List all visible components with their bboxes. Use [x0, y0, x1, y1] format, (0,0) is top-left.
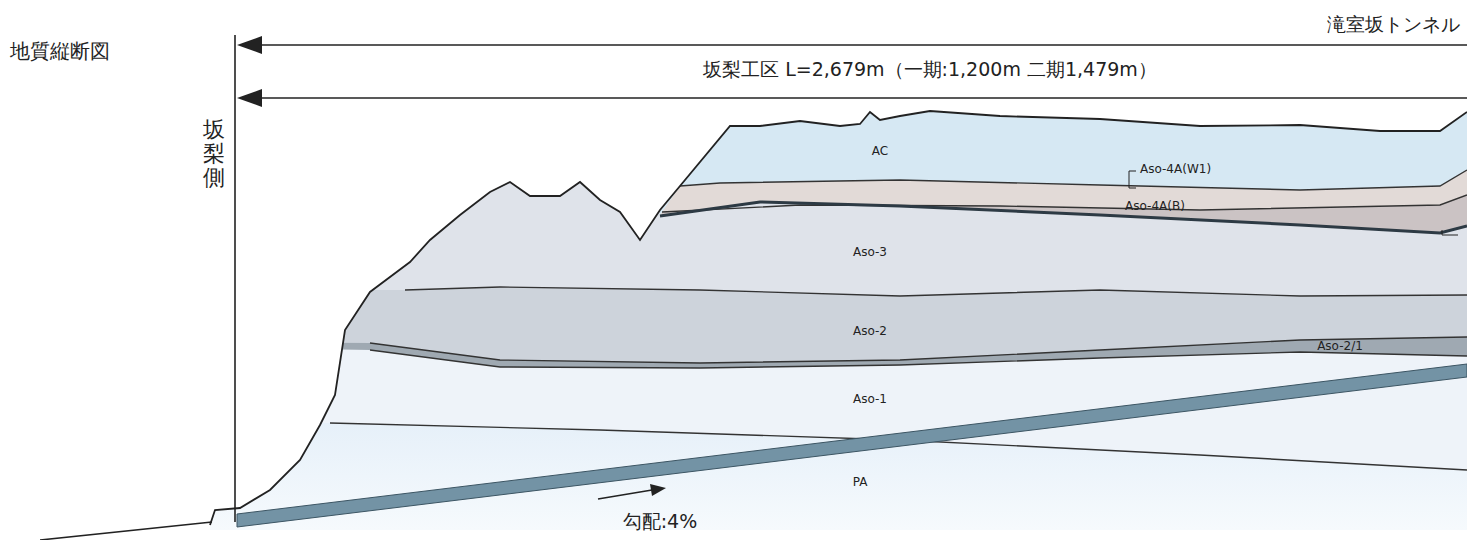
layer-name: Aso-1: [853, 393, 887, 407]
leader-bracket: [1442, 230, 1458, 235]
diagram-title: 地質縦断図: [10, 40, 110, 63]
extent-arrow: [258, 44, 1467, 46]
extent-arrow: [258, 97, 1467, 99]
side-label: 坂梨側: [203, 118, 225, 191]
layer-name: Aso-4A(B): [1125, 200, 1185, 214]
arrow-head: [650, 484, 666, 496]
leader-bracket: [1129, 171, 1136, 188]
section-extent: 坂梨工区 L=2,679m（一期:1,200m 二期1,479m）: [703, 59, 1157, 81]
layer-name: Aso-2: [853, 325, 887, 339]
gradient-label: 勾配:4%: [623, 511, 698, 533]
layer-name: AC: [872, 145, 888, 159]
tunnel-name: 滝室坂トンネル: [1327, 14, 1460, 36]
reference-line: [234, 35, 236, 522]
tunnel: [237, 364, 1467, 527]
arrow-head: [237, 36, 262, 54]
ground-line: [40, 522, 212, 540]
layer-name: Aso-3: [853, 246, 887, 260]
layer-name: Aso-4A(W1): [1140, 163, 1211, 177]
layer-name: PA: [853, 476, 868, 490]
arrow-head: [237, 89, 262, 107]
slope-arrow: [598, 490, 652, 499]
ground-surface: [210, 111, 1467, 525]
layer-name: Aso-2/1: [1317, 340, 1363, 354]
